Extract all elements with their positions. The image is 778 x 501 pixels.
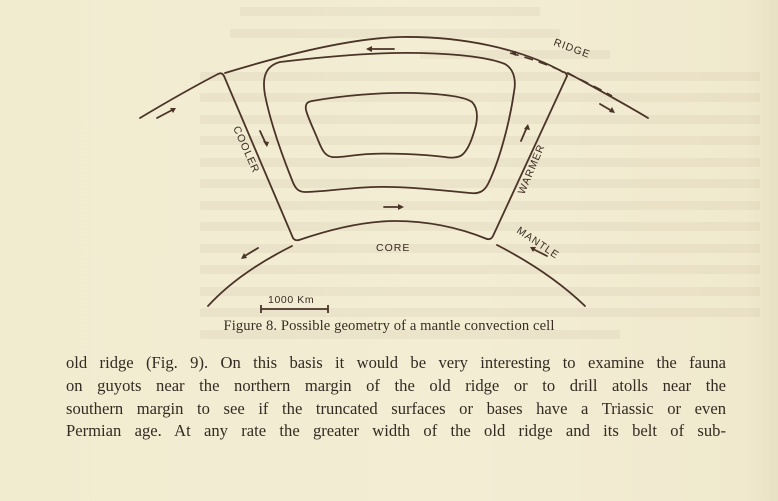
text-line: southern margin to see if the truncated … bbox=[66, 398, 726, 418]
arrow-left-surface bbox=[156, 108, 175, 119]
surface-right-segment bbox=[567, 72, 649, 119]
label-mantle: MANTLE bbox=[514, 225, 561, 262]
text-line: old ridge (Fig. 9). On this basis it wou… bbox=[66, 353, 726, 372]
figure-caption: Figure 8. Possible geometry of a mantle … bbox=[223, 318, 555, 334]
lower-left-curve bbox=[207, 245, 293, 307]
surface-top-arc bbox=[224, 36, 564, 74]
arrow-mantle bbox=[532, 248, 548, 257]
inner-streamline bbox=[304, 91, 478, 159]
surface-left-segment bbox=[139, 73, 219, 119]
core-arc bbox=[298, 220, 488, 241]
label-cooler: COOLER bbox=[230, 124, 261, 175]
scale-bar-label: 1000 Km bbox=[268, 294, 314, 306]
body-paragraph: old ridge (Fig. 9). On this basis it wou… bbox=[66, 352, 726, 443]
lower-right-curve bbox=[496, 244, 586, 307]
middle-streamline bbox=[263, 51, 516, 195]
show-through-text-texture bbox=[200, 0, 778, 340]
cooler-wall bbox=[223, 75, 300, 242]
text-line: Permian age. At any rate the greater wid… bbox=[66, 421, 726, 441]
label-ridge: RIDGE bbox=[552, 37, 592, 61]
text-line: on guyots near the northern margin of th… bbox=[66, 375, 726, 395]
label-core: CORE bbox=[376, 242, 410, 254]
arrow-right-surface bbox=[599, 103, 613, 112]
scale-bar bbox=[260, 305, 329, 313]
